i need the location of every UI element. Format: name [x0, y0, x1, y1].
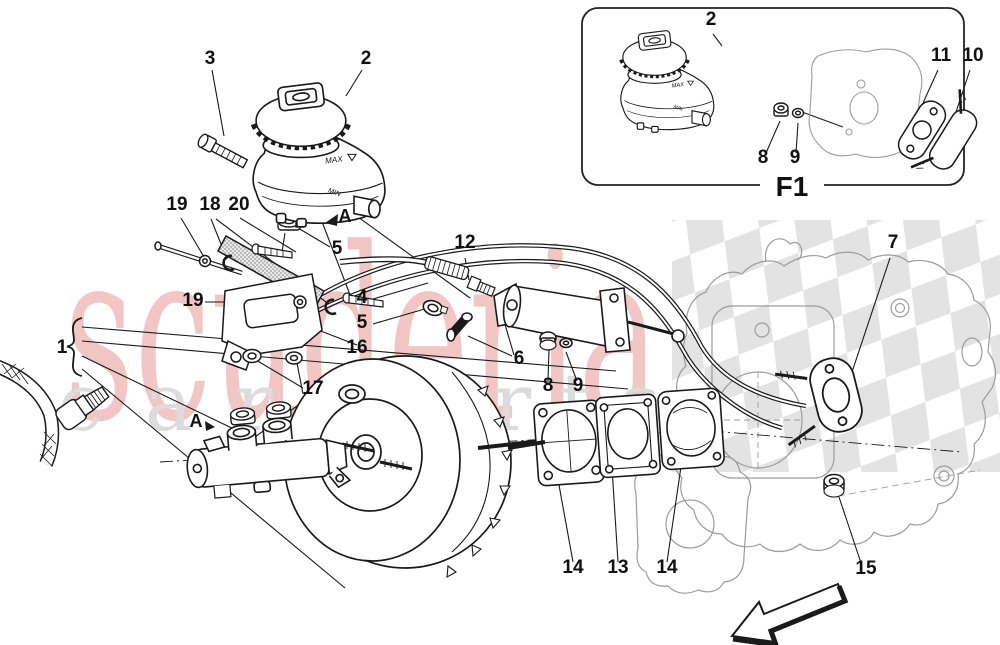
callout-1: 1 — [57, 337, 68, 358]
callout-14: 14 — [656, 557, 678, 578]
view-label-A: A — [339, 206, 352, 226]
brake-booster — [283, 355, 563, 578]
callout-8: 8 — [758, 147, 769, 168]
callout-20: 20 — [228, 194, 249, 215]
view-label-A: A — [190, 411, 203, 431]
callout-16: 16 — [346, 337, 367, 358]
direction-arrow — [730, 582, 849, 645]
braided-hose — [0, 360, 110, 467]
callout-4: 4 — [357, 287, 368, 308]
spacer-13 — [594, 393, 662, 479]
reservoir-inset — [621, 30, 714, 132]
pipe-bracket-assembly — [154, 234, 384, 371]
callout-9: 9 — [790, 147, 801, 168]
actuator-cylinder — [422, 282, 685, 353]
callout-9: 9 — [573, 375, 584, 396]
gasket-14-left — [533, 399, 606, 487]
bolt-3 — [197, 133, 249, 169]
callout-10: 10 — [962, 45, 983, 66]
callout-11: 11 — [931, 45, 952, 66]
callout-2: 2 — [706, 9, 717, 30]
callout-17: 17 — [302, 378, 323, 399]
callout-18: 18 — [199, 194, 220, 215]
callout-5: 5 — [357, 312, 368, 333]
callout-3: 3 — [205, 48, 216, 69]
nut-15 — [823, 473, 845, 498]
hose-12 — [339, 256, 496, 297]
callout-15: 15 — [855, 558, 877, 579]
callout-8: 8 — [543, 375, 554, 396]
master-cylinder — [186, 417, 352, 499]
mounting-plates — [507, 387, 725, 487]
view-a-arrows — [205, 214, 338, 431]
callout-2: 2 — [361, 48, 372, 69]
callout-7: 7 — [888, 232, 899, 253]
callout-12: 12 — [454, 232, 475, 253]
callout-14: 14 — [562, 557, 584, 578]
callout-19: 19 — [182, 290, 203, 311]
callout-5: 5 — [332, 238, 343, 259]
callout-6: 6 — [514, 348, 525, 369]
callout-13: 13 — [607, 557, 628, 578]
callout-19: 19 — [166, 194, 187, 215]
engine-head-outline — [634, 238, 997, 594]
reservoir-main — [253, 82, 385, 226]
inset-figure-label: F1 — [776, 171, 809, 202]
cover-plate-7 — [774, 357, 863, 448]
inset-box — [581, 7, 978, 196]
port-grommets — [229, 401, 292, 426]
gasket-14-right — [657, 387, 725, 471]
brace-item-1 — [66, 317, 83, 377]
